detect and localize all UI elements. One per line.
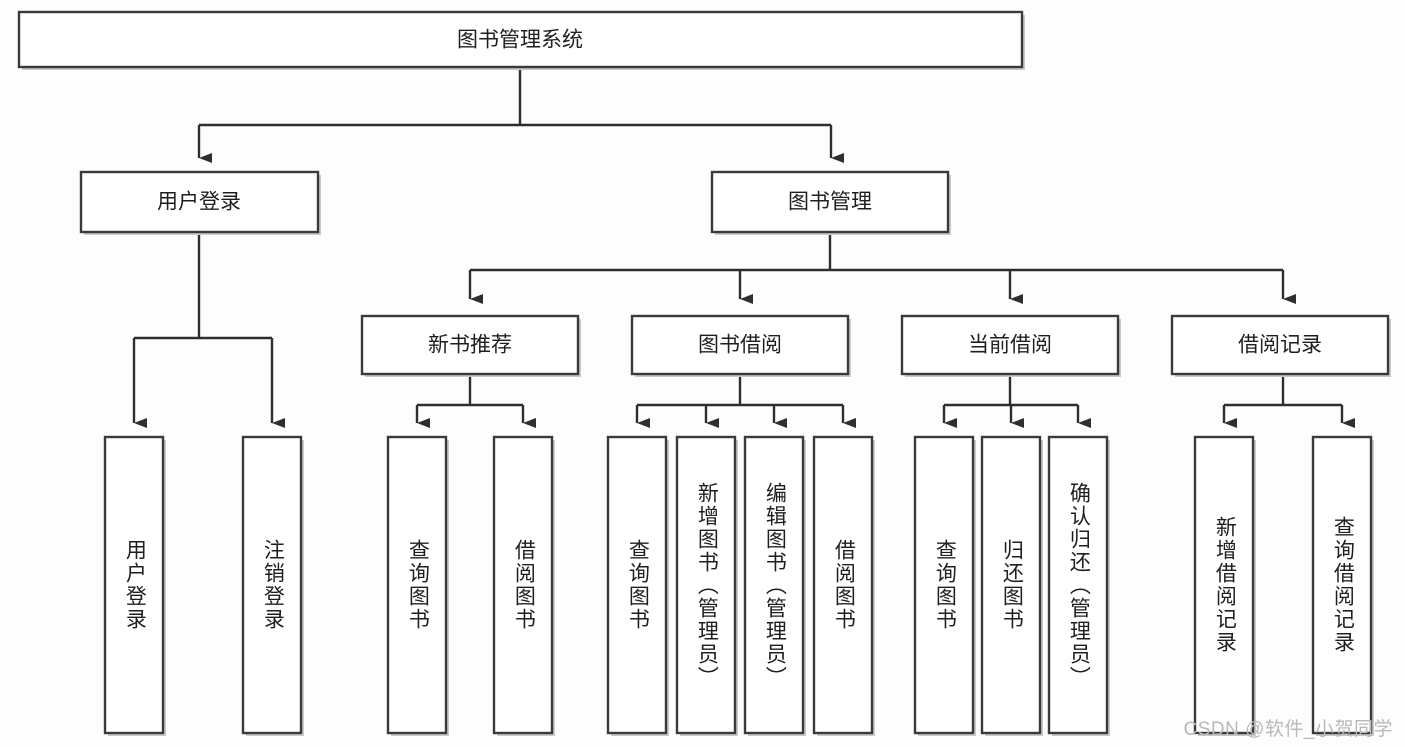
leaf-current-borrow-2[interactable] <box>1047 435 1110 736</box>
watermark-text: CSDN @软件_小贺同学 <box>1183 719 1393 740</box>
connector-current-borrow-to-leaves <box>942 373 1091 428</box>
node-book-manage[interactable]: 图书管理 <box>710 170 951 235</box>
node-root-label: 图书管理系统 <box>457 29 583 52</box>
leaf-current-borrow-0[interactable] <box>913 435 976 736</box>
leaf-new-book-0[interactable] <box>386 435 449 736</box>
leaf-user-login-0[interactable] <box>103 435 166 736</box>
node-borrow-record[interactable]: 借阅记录 <box>1170 314 1391 377</box>
node-new-book-recommend[interactable]: 新书推荐 <box>360 314 581 377</box>
node-new-book-recommend-label: 新书推荐 <box>428 334 512 357</box>
leaf-book-borrow-3[interactable] <box>812 435 875 736</box>
leaf-borrow-record-0[interactable] <box>1193 435 1256 736</box>
node-book-borrow-label: 图书借阅 <box>698 334 782 357</box>
node-root[interactable]: 图书管理系统 <box>17 10 1025 70</box>
node-current-borrow-label: 当前借阅 <box>968 334 1052 357</box>
node-user-login-label: 用户登录 <box>157 191 241 214</box>
node-book-manage-label: 图书管理 <box>788 191 872 214</box>
leaf-book-borrow-1[interactable] <box>675 435 738 736</box>
node-book-borrow[interactable]: 图书借阅 <box>630 314 851 377</box>
connector-book-manage-to-level3 <box>468 232 1296 304</box>
leaf-current-borrow-1[interactable] <box>980 435 1043 736</box>
connector-new-book-to-leaves <box>415 373 536 428</box>
leaf-book-borrow-0[interactable] <box>606 435 669 736</box>
connector-user-login-to-leaves <box>132 232 285 428</box>
leaf-new-book-1[interactable] <box>492 435 555 736</box>
connector-borrow-record-to-leaves <box>1222 373 1355 428</box>
leaf-book-borrow-2[interactable] <box>743 435 806 736</box>
node-user-login[interactable]: 用户登录 <box>79 170 321 235</box>
connector-root-to-level2 <box>197 68 844 163</box>
leaf-user-login-1[interactable] <box>241 435 304 736</box>
node-current-borrow[interactable]: 当前借阅 <box>900 314 1121 377</box>
node-borrow-record-label: 借阅记录 <box>1238 334 1322 357</box>
connector-book-borrow-to-leaves <box>635 373 856 428</box>
leaf-borrow-record-1[interactable] <box>1311 435 1374 736</box>
